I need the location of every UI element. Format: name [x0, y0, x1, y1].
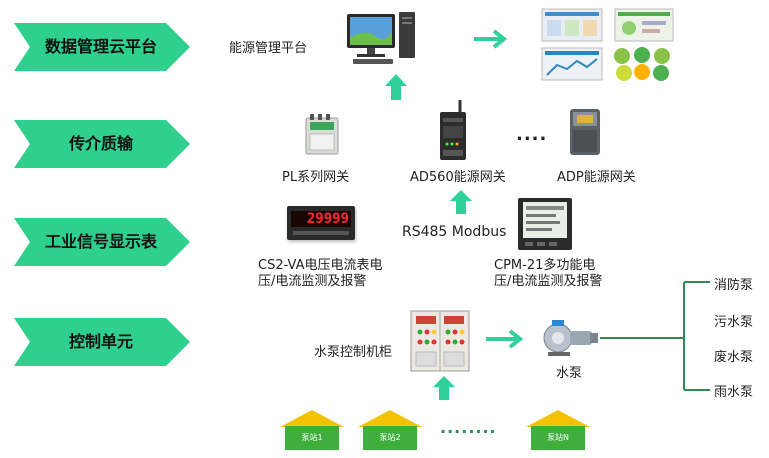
meter-button-strip: [293, 231, 349, 235]
desktop-computer-icon: [347, 12, 415, 64]
station-roof-icon: [280, 410, 344, 427]
pump-type-fire: 消防泵: [714, 278, 754, 293]
pump-type-sewage: 污水泵: [714, 315, 754, 330]
ad560-gateway-label: AD560能源网关: [410, 170, 506, 185]
layer-banner-signal-display: 工业信号显示表: [14, 218, 190, 266]
pump-cabinet-label: 水泵控制机柜: [314, 345, 393, 360]
pump-station-1: 泵站1: [280, 410, 344, 452]
software-screen-icon: [541, 8, 603, 42]
pl-gateway-device-icon: [305, 114, 339, 155]
cpm-meter-label-line2: 压/电流监测及报警: [494, 274, 603, 289]
pump-branch-lines: [600, 281, 710, 391]
arrow-right-icon: [486, 329, 524, 349]
layer-banner-cloud-platform: 数据管理云平台: [14, 23, 190, 71]
arrow-up-icon: [433, 376, 455, 400]
cs2-meter-label-line2: 压/电流监测及报警: [258, 274, 367, 289]
pump-station-n: 泵站N: [526, 410, 590, 452]
more-stations-ellipsis: ........: [440, 418, 497, 437]
chevron-banner-shape: [14, 318, 190, 366]
station-label: 泵站N: [531, 426, 585, 450]
cs2-meter-label-line1: CS2-VA电压电流表电: [258, 258, 383, 273]
arrow-up-icon: [450, 190, 472, 214]
station-label: 泵站1: [285, 426, 339, 450]
station-label: 泵站2: [363, 426, 417, 450]
layer-banner-transmission: 传介质输: [14, 120, 190, 168]
layer-banner-control-unit: 控制单元: [14, 318, 190, 366]
pump-control-cabinet-icon: [410, 310, 470, 372]
layer-label: 工业信号显示表: [44, 232, 157, 251]
ad560-gateway-device-icon: [440, 100, 466, 160]
layer-label: 传介质输: [68, 134, 133, 153]
meter-display-digits: 29999: [291, 211, 351, 227]
pump-label: 水泵: [556, 366, 583, 381]
software-screen-icon: [614, 8, 674, 42]
adp-gateway-label: ADP能源网关: [557, 170, 636, 185]
pump-type-rain: 雨水泵: [714, 385, 754, 400]
chevron-banner-shape: [14, 120, 190, 168]
water-pump-icon: [543, 320, 598, 356]
pl-gateway-label: PL系列网关: [282, 170, 350, 185]
pump-station-2: 泵站2: [358, 410, 422, 452]
software-bubble-icon: [614, 47, 670, 81]
station-roof-icon: [358, 410, 422, 427]
cpm-meter-label-line1: CPM-21多功能电: [494, 258, 596, 273]
layer-label: 控制单元: [68, 332, 133, 351]
layer-label: 数据管理云平台: [44, 37, 157, 56]
cpm-21-meter-icon: [518, 198, 572, 250]
arrow-right-icon: [474, 29, 508, 49]
adp-gateway-device-icon: [570, 109, 600, 155]
station-roof-icon: [526, 410, 590, 427]
chevron-banner-shape: [14, 23, 190, 71]
arrow-up-icon: [385, 74, 407, 100]
protocol-label: RS485 Modbus: [402, 224, 507, 240]
platform-label: 能源管理平台: [229, 41, 308, 56]
pump-type-waste: 废水泵: [714, 350, 754, 365]
software-screen-icon: [541, 47, 603, 81]
more-gateways-ellipsis: ....: [516, 124, 548, 145]
cs2-va-meter: 29999: [287, 206, 355, 240]
chevron-banner-shape: [14, 218, 190, 266]
